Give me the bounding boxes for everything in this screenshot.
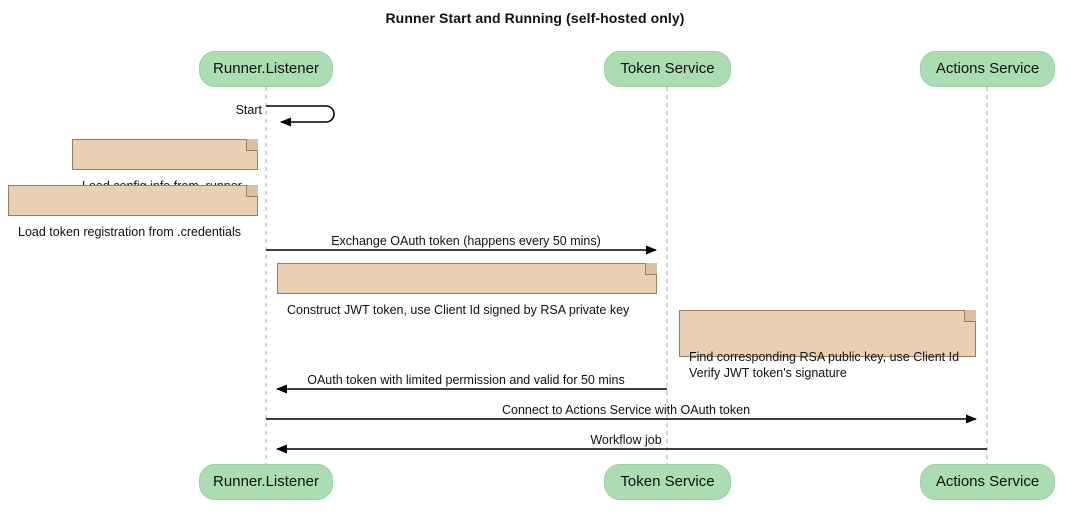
message-label-workflow-job: Workflow job: [266, 433, 986, 447]
participant-header-token-service[interactable]: Token Service: [604, 51, 731, 87]
message-label-start: Start: [226, 103, 262, 117]
participant-footer-token-service[interactable]: Token Service: [604, 464, 731, 500]
note-load-token-registration-text: Load token registration from .credential…: [18, 225, 242, 239]
participant-header-actions-service-label: Actions Service: [935, 60, 1040, 77]
lifelines: [265, 87, 988, 464]
note-find-rsa-public-key: Find corresponding RSA public key, use C…: [679, 310, 976, 380]
note-fold-corner-icon: [645, 263, 657, 275]
participant-header-runner-listener[interactable]: Runner.Listener: [199, 51, 333, 87]
participant-footer-runner-listener-label: Runner.Listener: [213, 473, 319, 490]
message-label-oauth-token-response: OAuth token with limited permission and …: [266, 373, 666, 387]
participant-header-actions-service[interactable]: Actions Service: [920, 51, 1055, 87]
message-label-connect-to-actions-service-text: Connect to Actions Service with OAuth to…: [501, 403, 751, 417]
message-label-exchange-oauth-token: Exchange OAuth token (happens every 50 m…: [266, 234, 666, 248]
note-construct-jwt-token-text: Construct JWT token, use Client Id signe…: [287, 303, 630, 317]
note-construct-jwt-token: Construct JWT token, use Client Id signe…: [277, 263, 657, 317]
participant-footer-runner-listener[interactable]: Runner.Listener: [199, 464, 333, 500]
message-arrow-start-self-loop: [266, 105, 335, 127]
participant-header-runner-listener-label: Runner.Listener: [213, 60, 319, 77]
participant-header-token-service-label: Token Service: [620, 60, 715, 77]
message-label-oauth-token-response-text: OAuth token with limited permission and …: [307, 373, 625, 387]
note-find-rsa-public-key-text: Find corresponding RSA public key, use C…: [689, 350, 960, 380]
participant-footer-actions-service-label: Actions Service: [935, 473, 1040, 490]
message-label-workflow-job-text: Workflow job: [590, 433, 662, 447]
participant-footer-actions-service[interactable]: Actions Service: [920, 464, 1055, 500]
participant-footer-token-service-label: Token Service: [620, 473, 715, 490]
note-fold-corner-icon: [246, 185, 258, 197]
diagram-title: Runner Start and Running (self-hosted on…: [385, 10, 685, 26]
message-label-exchange-oauth-token-text: Exchange OAuth token (happens every 50 m…: [331, 234, 601, 248]
note-load-token-registration: Load token registration from .credential…: [8, 185, 258, 239]
message-label-start-text: Start: [235, 103, 262, 117]
message-label-connect-to-actions-service: Connect to Actions Service with OAuth to…: [266, 403, 986, 417]
note-fold-corner-icon: [964, 310, 976, 322]
note-load-config-info: Load config info from .runner: [72, 139, 258, 193]
note-fold-corner-icon: [246, 139, 258, 151]
